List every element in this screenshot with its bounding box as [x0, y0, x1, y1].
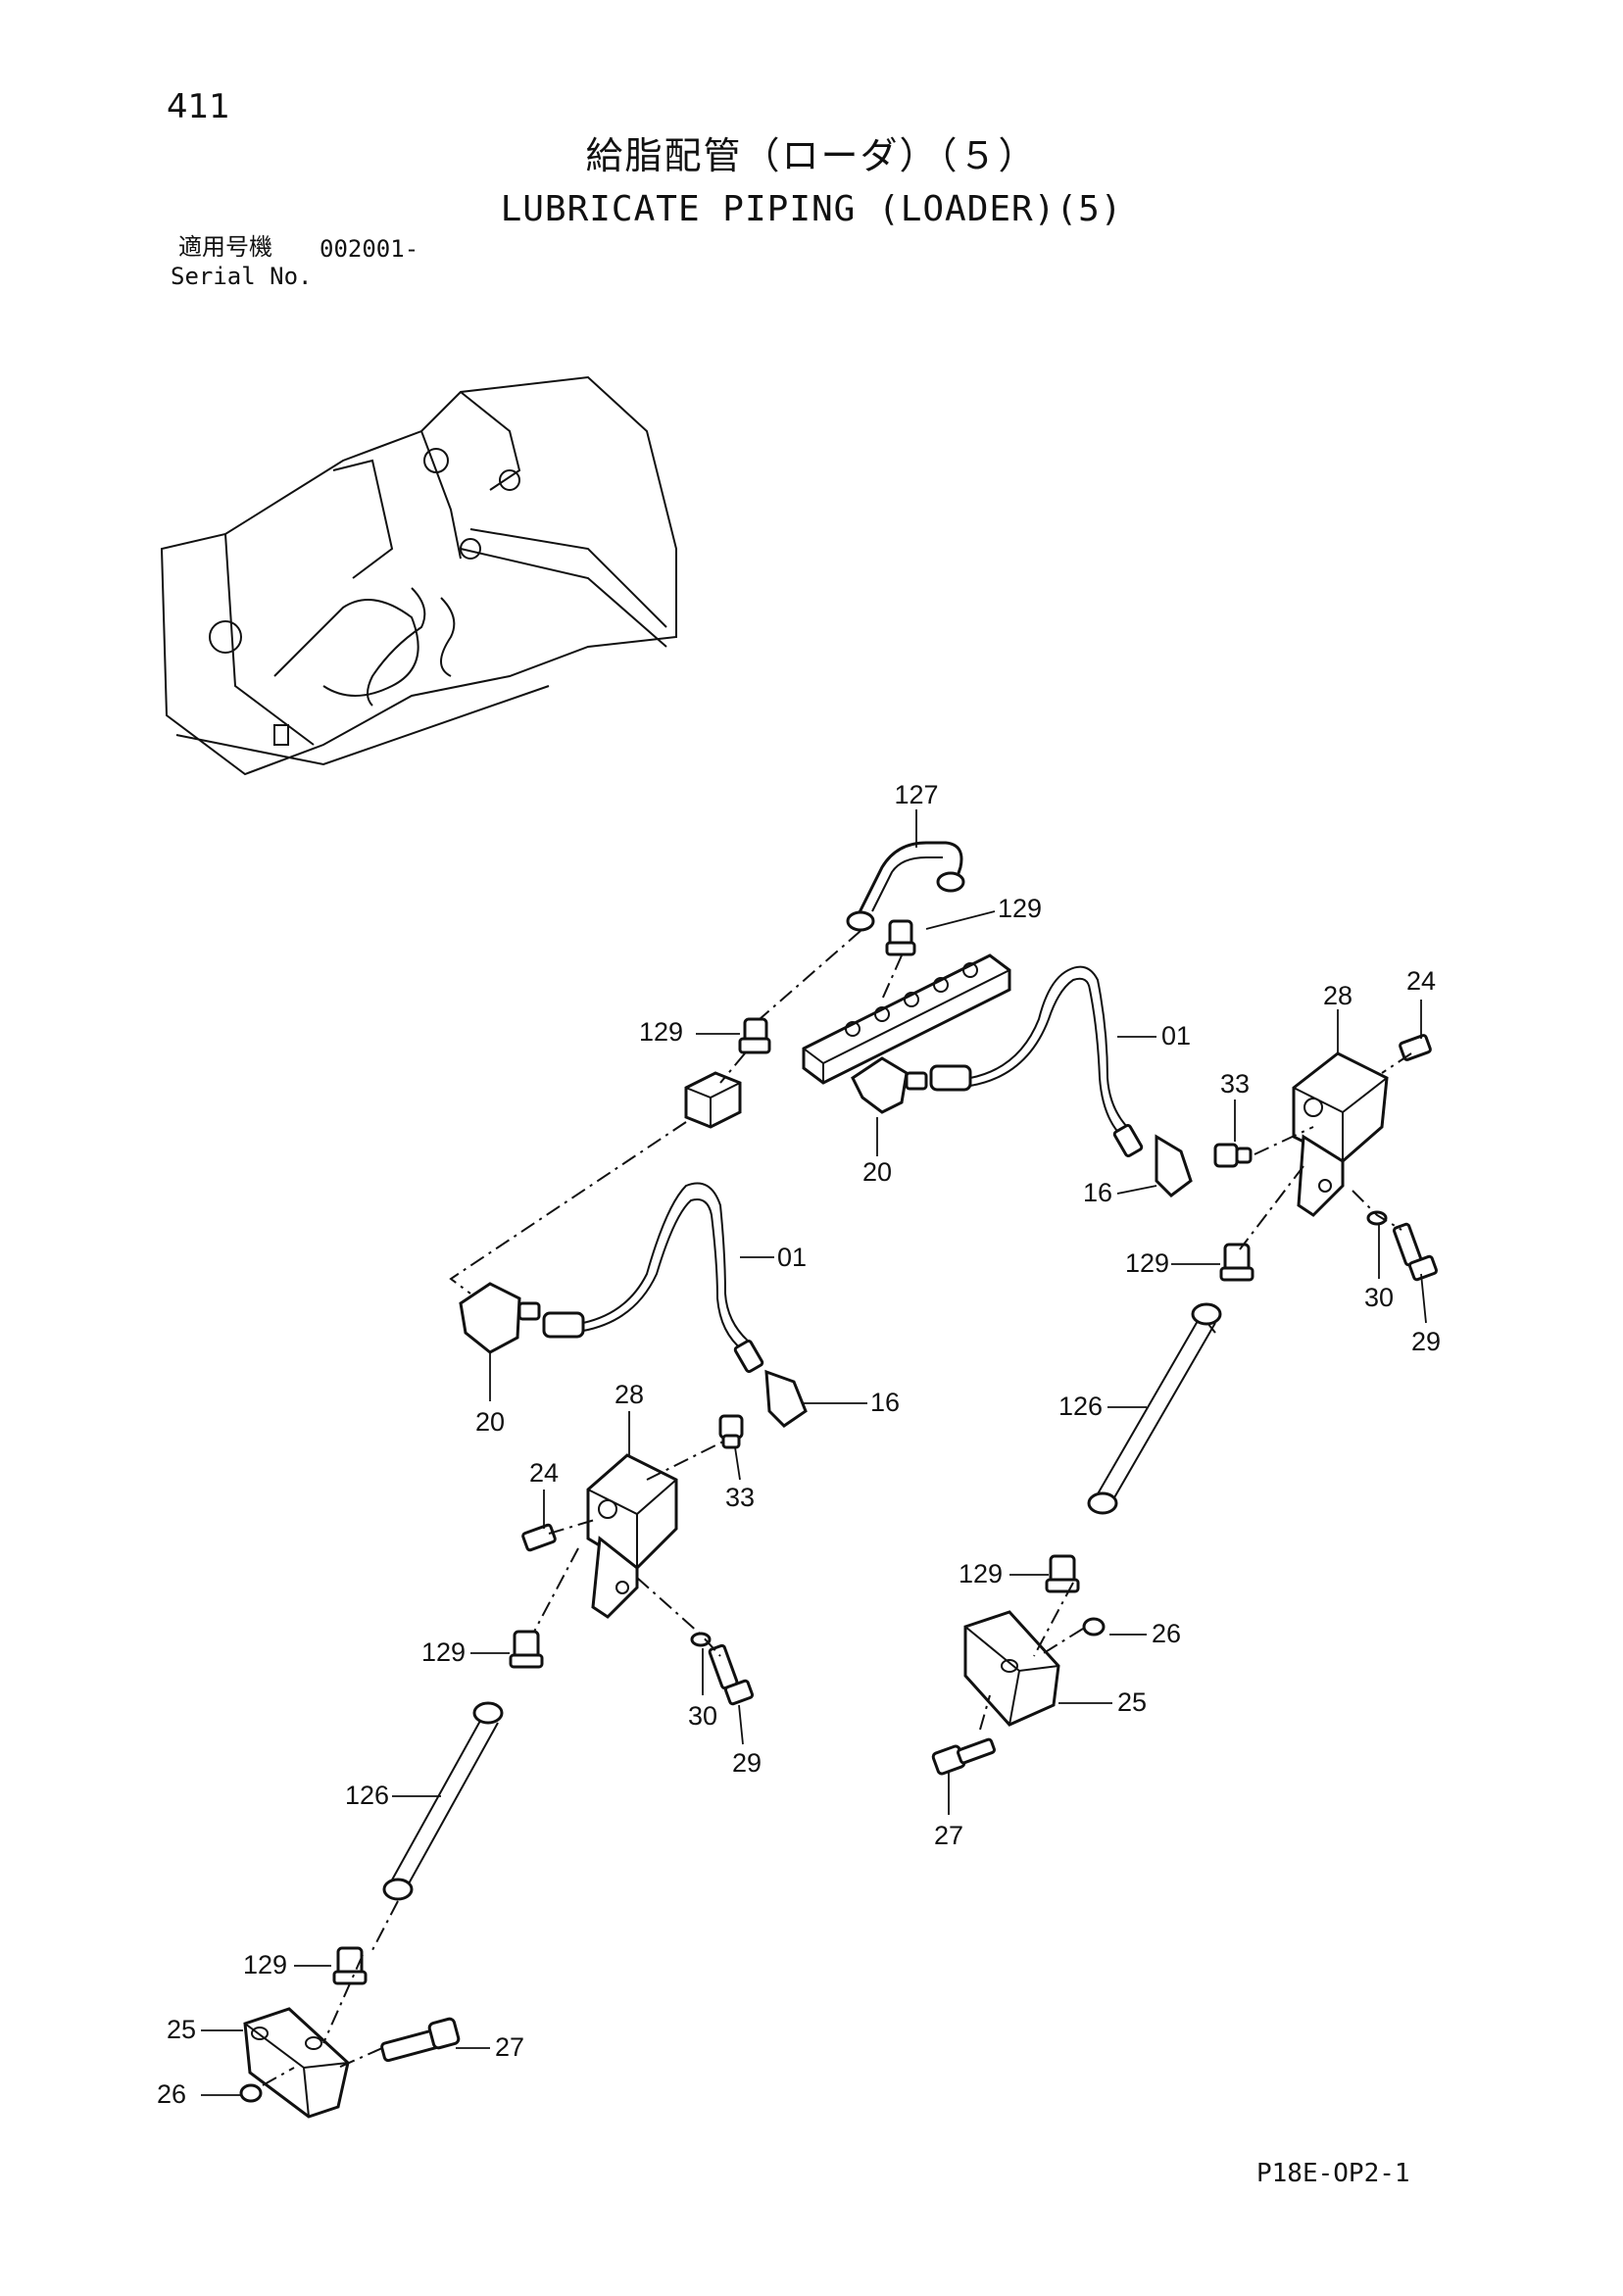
mounting-bracket-28-left	[586, 1453, 678, 1619]
grease-fitting-129-right-low	[1045, 1554, 1080, 1593]
elbow-fitting-16-left	[764, 1369, 808, 1428]
callout-33: 33	[1220, 1069, 1250, 1099]
hose-01-right	[929, 965, 1144, 1158]
bolt-27-right	[931, 1737, 996, 1776]
elbow-adapter-20-left	[459, 1282, 541, 1354]
callout-129: 129	[639, 1017, 683, 1047]
callout-24: 24	[1406, 966, 1436, 996]
callout-26: 26	[157, 2079, 186, 2109]
loader-overview-illustration	[160, 375, 677, 776]
mounting-block-25-left	[243, 2007, 350, 2119]
serial-number-range: 002001-	[320, 235, 419, 263]
callout-25: 25	[167, 2015, 196, 2044]
callout-129: 129	[998, 894, 1042, 923]
callout-labels: 127 129 129 01 20 16 28 24 33 129 30 29 …	[157, 780, 1441, 2109]
grease-fitting-129-left-low	[332, 1946, 368, 1985]
pipe-126-right	[1087, 1302, 1222, 1515]
callout-29: 29	[1411, 1327, 1441, 1356]
callout-25: 25	[1117, 1687, 1147, 1717]
plug-33-right	[1213, 1143, 1253, 1168]
callout-30: 30	[1364, 1283, 1394, 1312]
adapter-block	[684, 1071, 742, 1129]
callout-27: 27	[495, 2032, 524, 2062]
callout-28: 28	[1323, 981, 1352, 1010]
grease-fitting-129-top-left	[738, 1017, 771, 1054]
page-title-english: LUBRICATE PIPING (LOADER)(5)	[500, 189, 1123, 229]
leader-lines	[201, 809, 1427, 2096]
callout-129: 129	[959, 1559, 1003, 1588]
callout-29: 29	[732, 1748, 762, 1778]
callout-129: 129	[243, 1950, 287, 1979]
bolt-27-left	[380, 2017, 461, 2063]
callout-33: 33	[725, 1483, 755, 1512]
plug-24-right	[1399, 1034, 1432, 1061]
callout-20: 20	[475, 1407, 505, 1437]
callout-26: 26	[1152, 1619, 1181, 1648]
elbow-adapter-20-right	[851, 1056, 928, 1114]
hose-01-left	[542, 1182, 764, 1374]
callout-127: 127	[894, 780, 938, 809]
callout-16: 16	[870, 1388, 900, 1417]
elbow-fitting-16-right	[1155, 1134, 1193, 1197]
callout-30: 30	[688, 1701, 717, 1731]
callout-27: 27	[934, 1821, 963, 1850]
lubricate-pipe-127	[846, 841, 965, 932]
pipe-126-left	[382, 1701, 504, 1901]
callout-129: 129	[1125, 1248, 1169, 1278]
assembly-dashed-lines	[262, 930, 1412, 2086]
grease-fitting-129-top-right	[885, 919, 916, 956]
o-ring-26-left	[239, 2083, 263, 2103]
washer-30-right	[1366, 1210, 1388, 1226]
mounting-bracket-28-right	[1292, 1051, 1389, 1217]
mounting-block-25-right	[963, 1610, 1060, 1727]
bolt-29-left	[708, 1643, 755, 1706]
callout-126: 126	[1058, 1392, 1103, 1421]
serial-label-english: Serial No.	[171, 263, 313, 290]
callout-01: 01	[777, 1243, 807, 1272]
callout-24: 24	[529, 1458, 559, 1488]
washer-30-left	[690, 1632, 712, 1647]
drawing-code: P18E-OP2-1	[1256, 2159, 1410, 2188]
callout-129: 129	[421, 1637, 466, 1667]
callout-28: 28	[615, 1380, 644, 1409]
plug-24-left	[521, 1523, 557, 1552]
callout-20: 20	[862, 1157, 892, 1187]
page-number: 411	[167, 87, 230, 126]
distribution-manifold	[802, 953, 1011, 1085]
page-title-japanese: 給脂配管（ローダ）（５）	[585, 134, 1038, 177]
callout-01: 01	[1161, 1021, 1191, 1050]
bolt-29-right	[1392, 1222, 1439, 1282]
grease-fitting-129-left-mid	[509, 1630, 544, 1669]
callout-16: 16	[1083, 1178, 1112, 1207]
serial-label-japanese: 適用号機	[178, 233, 272, 261]
grease-fitting-129-right	[1219, 1243, 1254, 1282]
plug-33-left	[718, 1414, 744, 1449]
callout-126: 126	[345, 1781, 389, 1810]
o-ring-26-right	[1082, 1617, 1106, 1637]
